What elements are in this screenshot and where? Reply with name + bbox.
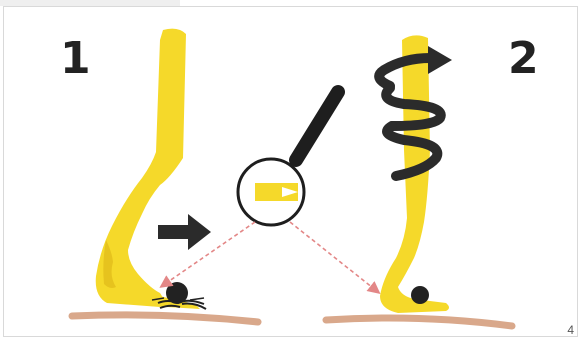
page-frame (3, 6, 578, 337)
scan-smudge (0, 0, 180, 6)
step-number-2: 2 (508, 33, 539, 84)
skin-surface-right (322, 314, 516, 330)
zoom-guide-left (159, 221, 256, 288)
tick-remover-hook-icon (95, 28, 200, 309)
skin-surface-left (68, 311, 262, 326)
tick-icon (411, 286, 429, 304)
page-number: 4 (567, 323, 574, 337)
rotation-arrow-icon (374, 46, 452, 181)
step-number-1: 1 (60, 33, 91, 84)
zoom-guide-right (289, 221, 381, 294)
right-arrow-icon (158, 214, 211, 250)
magnifying-glass-icon (236, 85, 345, 227)
